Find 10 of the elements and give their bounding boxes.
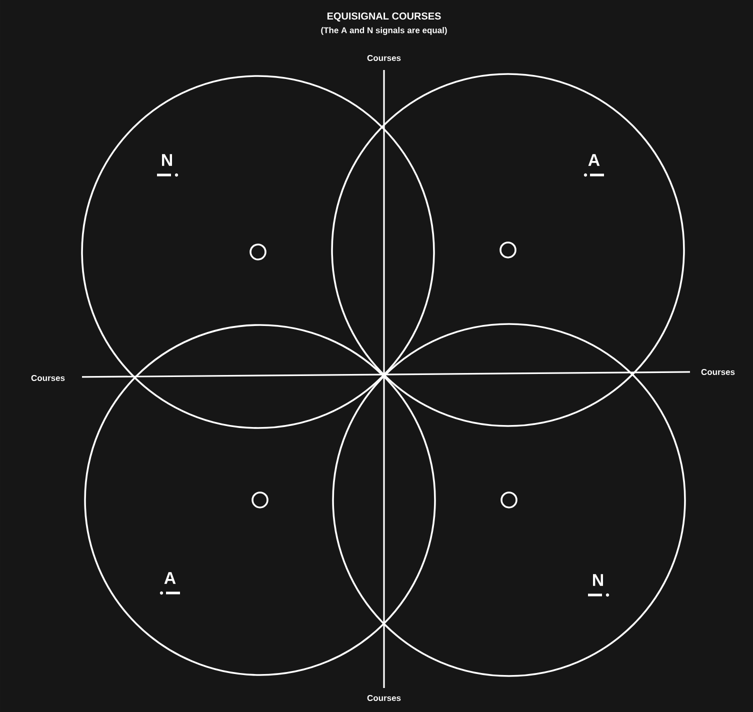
antenna-circle <box>500 242 516 258</box>
course-label: Courses <box>31 374 65 381</box>
course-label: Courses <box>367 694 401 701</box>
antenna-circle <box>252 492 268 508</box>
subtitle: (The A and N signals are equal) <box>321 27 447 35</box>
course-label: Courses <box>367 55 401 61</box>
title: EQUISIGNAL COURSES <box>327 12 441 22</box>
antenna-circle <box>500 492 518 508</box>
course-label: Courses <box>701 368 735 375</box>
antenna-circle <box>250 244 266 260</box>
